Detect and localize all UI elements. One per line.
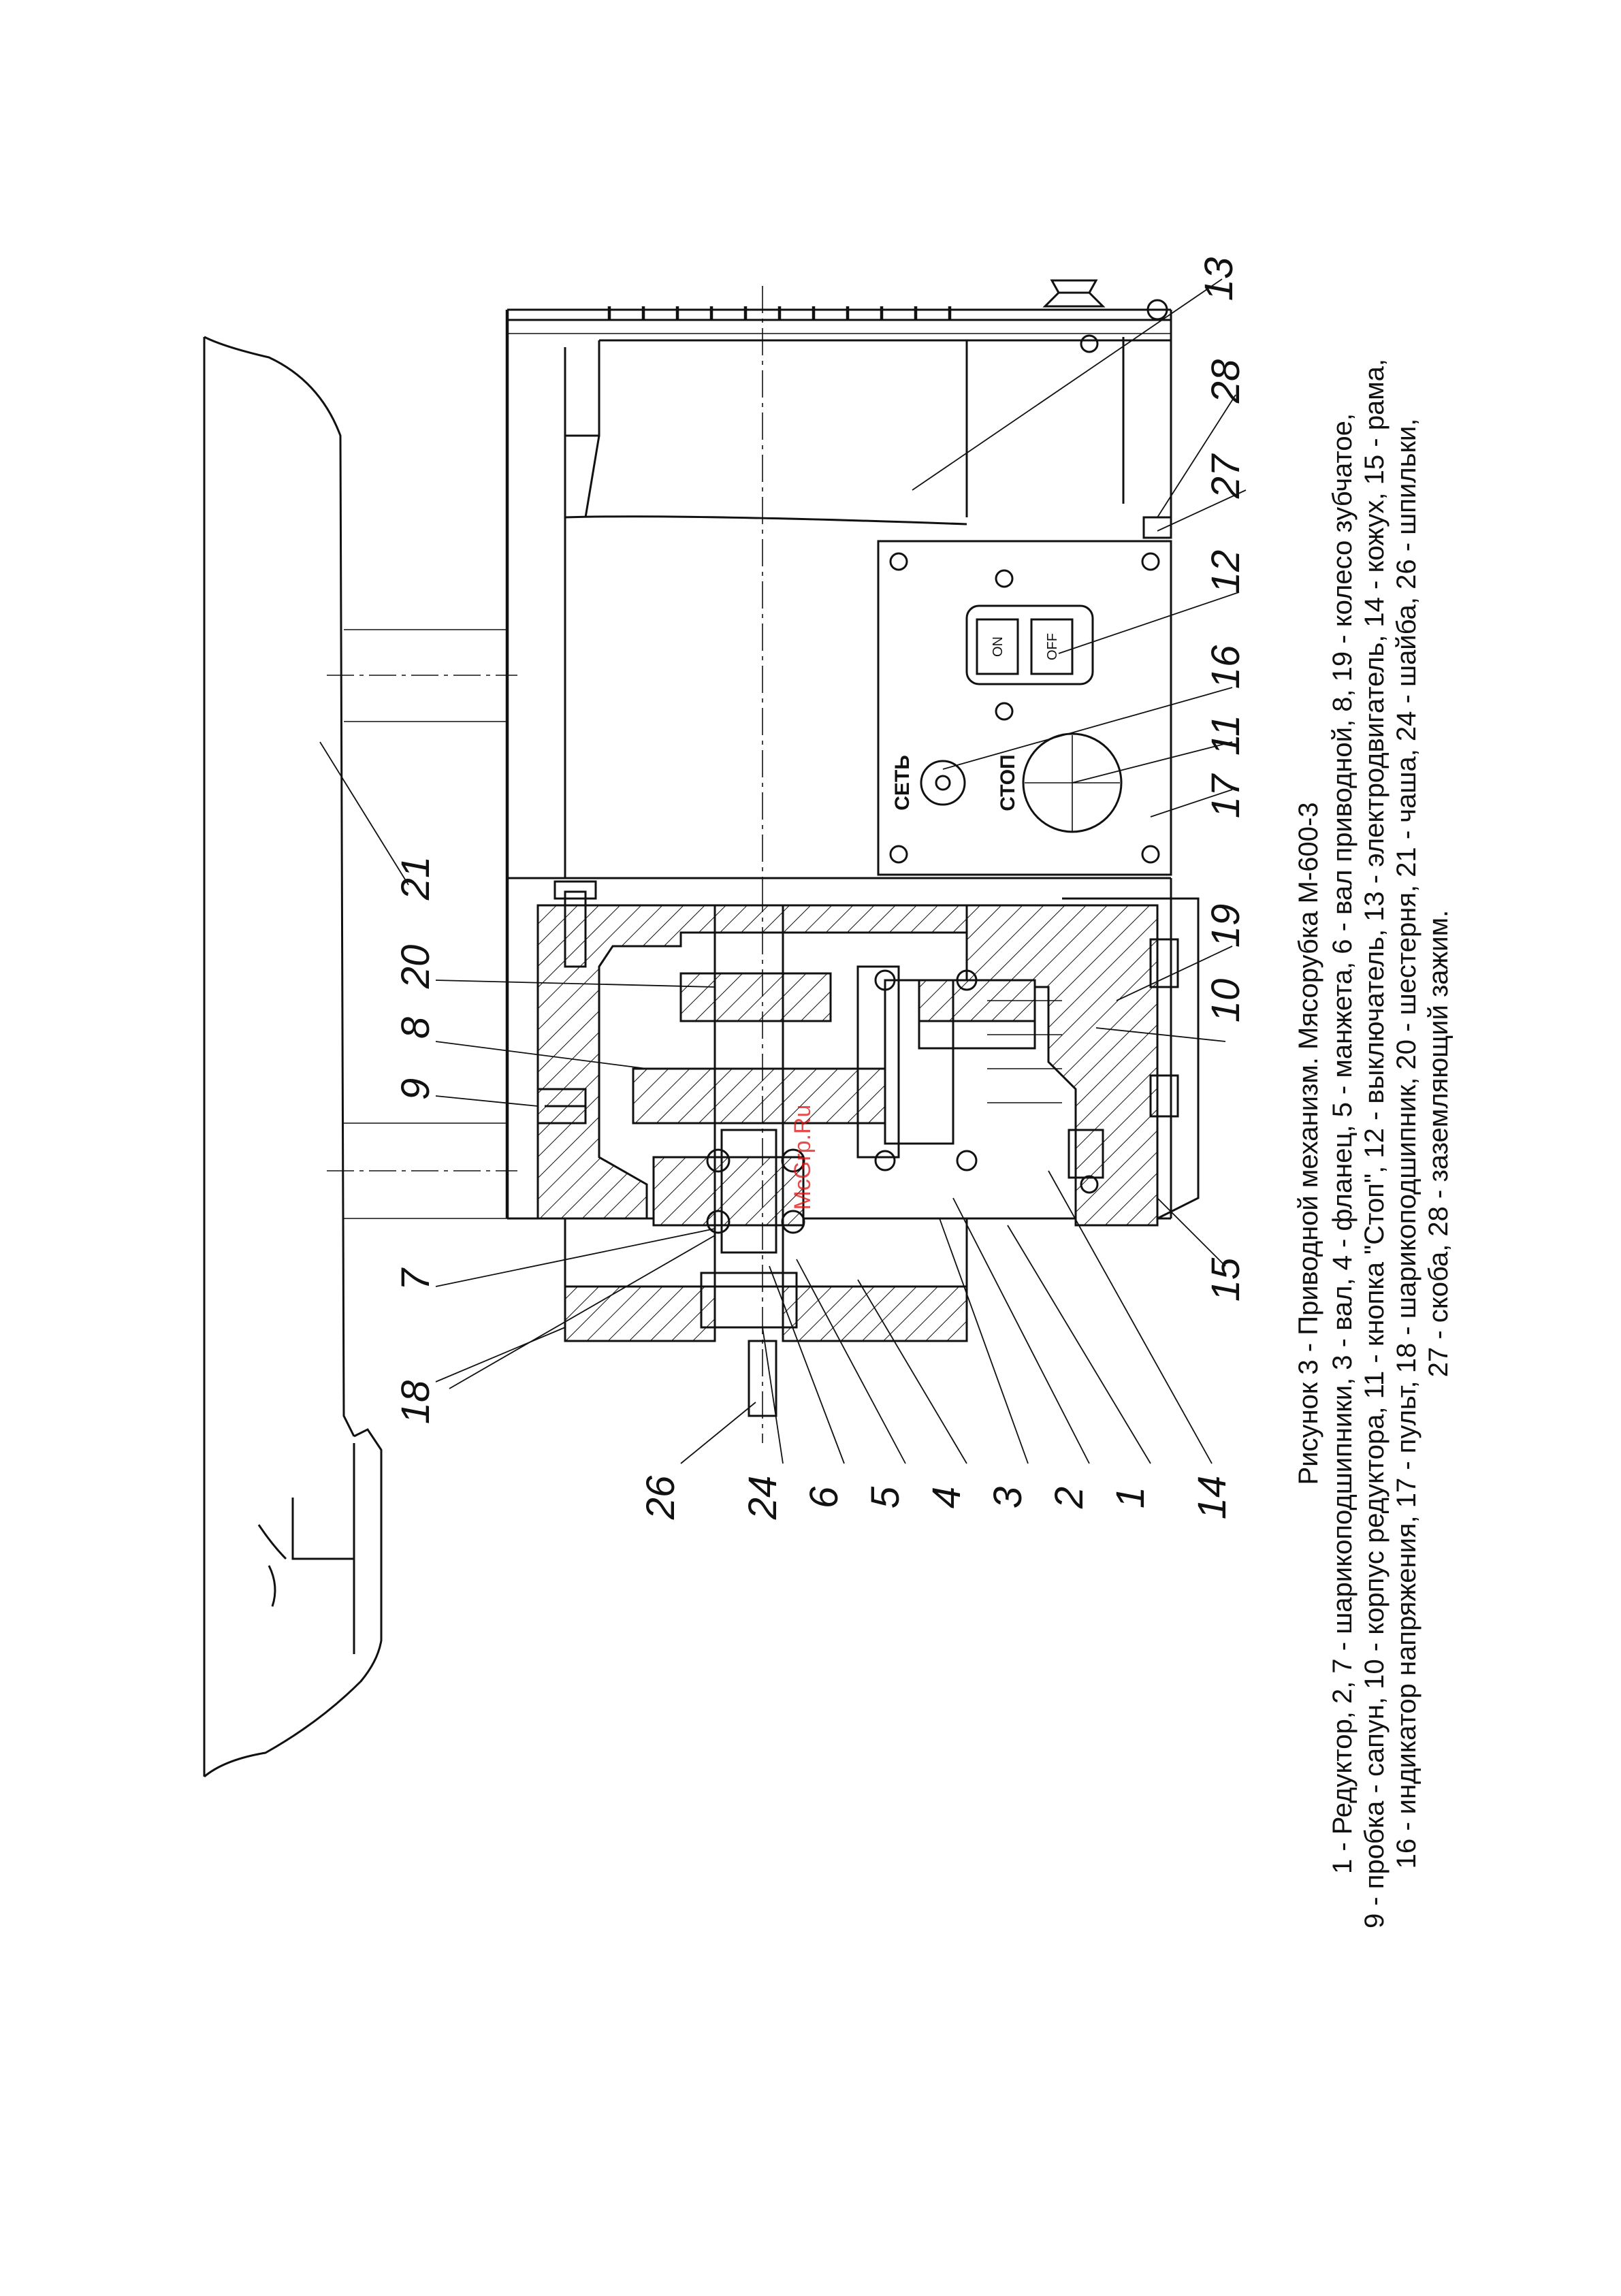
callout-13: 13 bbox=[1197, 257, 1241, 302]
callout-28: 28 bbox=[1204, 359, 1248, 404]
callout-20: 20 bbox=[394, 945, 438, 990]
callout-4: 4 bbox=[925, 1487, 969, 1508]
caption-line-1: 1 - Редуктор, 2, 7 - шарикоподшипники, 3… bbox=[1328, 413, 1358, 1874]
callout-21: 21 bbox=[394, 856, 438, 901]
callout-7: 7 bbox=[394, 1267, 438, 1291]
callout-5: 5 bbox=[863, 1486, 908, 1508]
callout-12: 12 bbox=[1204, 550, 1248, 594]
on-label: ON bbox=[991, 636, 1006, 657]
callout-16: 16 bbox=[1204, 645, 1248, 689]
stop-label: СТОП bbox=[997, 754, 1019, 811]
callout-10: 10 bbox=[1204, 979, 1248, 1023]
callout-14: 14 bbox=[1190, 1476, 1234, 1520]
control-panel: ON OFF СЕТЬ СТОП bbox=[877, 540, 1172, 876]
callout-3: 3 bbox=[986, 1487, 1030, 1508]
callout-11: 11 bbox=[1204, 715, 1248, 756]
callout-15: 15 bbox=[1204, 1257, 1248, 1301]
callout-18: 18 bbox=[394, 1380, 438, 1425]
set-label: СЕТЬ bbox=[891, 755, 914, 811]
callout-8: 8 bbox=[394, 1017, 438, 1039]
caption-title: Рисунок 3 - Приводной механизм. Мясорубк… bbox=[1294, 802, 1323, 1485]
callout-6: 6 bbox=[802, 1486, 846, 1508]
leader-lines bbox=[319, 278, 1247, 1464]
callout-19: 19 bbox=[1204, 904, 1248, 948]
caption-line-4: 27 - скоба, 28 - заземляющий зажим. bbox=[1424, 910, 1454, 1378]
callout-2: 2 bbox=[1047, 1487, 1091, 1509]
gearbox-section bbox=[507, 877, 1200, 1443]
callout-24: 24 bbox=[741, 1476, 785, 1521]
bowl bbox=[203, 336, 517, 1778]
callout-1: 1 bbox=[1108, 1487, 1153, 1508]
callout-27: 27 bbox=[1204, 453, 1248, 499]
caption-line-2: 9 - пробка - сапун, 10 - корпус редуктор… bbox=[1360, 359, 1390, 1928]
callout-9: 9 bbox=[394, 1078, 438, 1100]
caption: Рисунок 3 - Приводной механизм. Мясорубк… bbox=[1294, 359, 1454, 1928]
watermark: McGrp.Ru bbox=[790, 1105, 816, 1210]
callout-26: 26 bbox=[639, 1475, 683, 1520]
callout-17: 17 bbox=[1204, 773, 1248, 818]
caption-line-3: 16 - индикатор напряжения, 17 - пульт, 1… bbox=[1392, 419, 1422, 1869]
callout-numbers: 13 28 27 12 16 11 17 19 10 15 21 20 8 9 … bbox=[394, 257, 1248, 1521]
off-label: OFF bbox=[1045, 633, 1060, 660]
